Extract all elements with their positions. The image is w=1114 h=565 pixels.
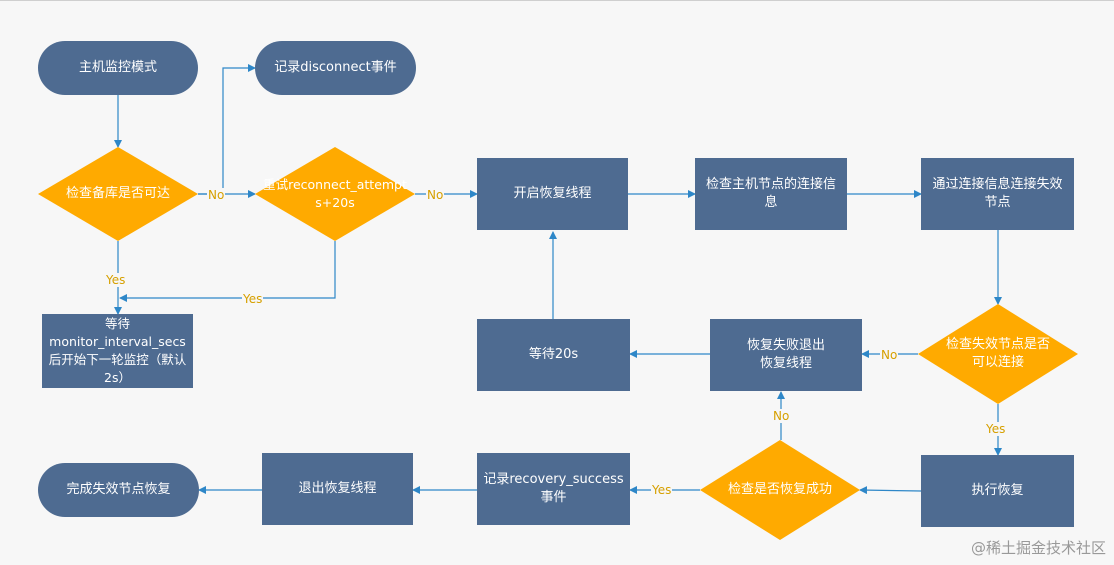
wait-20s-text: 等待20s bbox=[528, 347, 579, 362]
host-monitor-mode-node: 主机监控模式 bbox=[38, 41, 198, 95]
log-disconnect-text: 记录disconnect事件 bbox=[274, 60, 397, 75]
diamond-shape bbox=[255, 147, 415, 241]
log-disconnect-node: 记录disconnect事件 bbox=[255, 41, 416, 95]
recovery-failed-text: 恢复失败退出恢复线程 bbox=[746, 338, 825, 371]
host-monitor-mode-text: 主机监控模式 bbox=[78, 60, 157, 75]
complete-recovery-text: 完成失效节点恢复 bbox=[66, 482, 171, 497]
check-standby-decision: 检查备库是否可达 bbox=[38, 147, 198, 241]
wait-monitor-node: 等待monitor_interval_secs后开始下一轮监控（默认2s） bbox=[42, 314, 193, 388]
diamond-shape bbox=[918, 304, 1078, 404]
log-recovery-success-node: 记录recovery_success事件 bbox=[477, 453, 630, 525]
complete-recovery-node: 完成失效节点恢复 bbox=[38, 463, 199, 517]
wait-monitor-text: 等待monitor_interval_secs后开始下一轮监控（默认2s） bbox=[48, 316, 187, 385]
edge-label-no: No bbox=[880, 348, 899, 362]
recovery-failed-node: 恢复失败退出恢复线程 bbox=[710, 319, 862, 391]
exit-recovery-text: 退出恢复线程 bbox=[298, 481, 377, 496]
check-standby-text: 检查备库是否可达 bbox=[65, 186, 170, 201]
edge-execute-to-checksuccess bbox=[859, 486, 922, 495]
edge-retry-to-wait bbox=[119, 241, 336, 302]
retry-decision: 重试reconnect_attempts+20s bbox=[255, 147, 415, 241]
check-conn-info-text: 检查主机节点的连接信息 bbox=[705, 177, 836, 210]
connect-failed-node: 通过连接信息连接失效节点 bbox=[921, 158, 1074, 230]
edge-label-yes: Yes bbox=[105, 273, 127, 287]
log-recovery-success-text: 记录recovery_success事件 bbox=[483, 472, 624, 505]
edge-label-yes: Yes bbox=[242, 292, 264, 306]
check-conn-info-node: 检查主机节点的连接信息 bbox=[695, 158, 847, 230]
check-success-decision: 检查是否恢复成功 bbox=[700, 440, 860, 540]
execute-recovery-text: 执行恢复 bbox=[971, 483, 1024, 498]
edge-label-yes: Yes bbox=[651, 483, 673, 497]
connect-failed-text: 通过连接信息连接失效节点 bbox=[932, 177, 1063, 210]
start-recovery-node: 开启恢复线程 bbox=[477, 158, 628, 230]
edge-label-yes: Yes bbox=[985, 422, 1007, 436]
edge-label-no: No bbox=[426, 188, 445, 202]
edge-check-to-disconnect bbox=[198, 64, 256, 195]
execute-recovery-node: 执行恢复 bbox=[921, 455, 1074, 527]
diamond-shape bbox=[38, 147, 198, 241]
check-success-text: 检查是否恢复成功 bbox=[727, 482, 832, 497]
check-failed-node-decision: 检查失效节点是否可以连接 bbox=[918, 304, 1078, 404]
exit-recovery-node: 退出恢复线程 bbox=[262, 453, 413, 525]
watermark-text: @稀土掘金技术社区 bbox=[970, 539, 1106, 557]
diamond-shape bbox=[700, 440, 860, 540]
start-recovery-text: 开启恢复线程 bbox=[513, 186, 592, 201]
retry-text: 重试reconnect_attempts+20s bbox=[263, 177, 407, 210]
check-failed-node-text: 检查失效节点是否可以连接 bbox=[945, 337, 1050, 370]
edge-label-no: No bbox=[772, 409, 791, 423]
wait-20s-node: 等待20s bbox=[477, 319, 630, 391]
edge-label-no: No bbox=[207, 188, 226, 202]
